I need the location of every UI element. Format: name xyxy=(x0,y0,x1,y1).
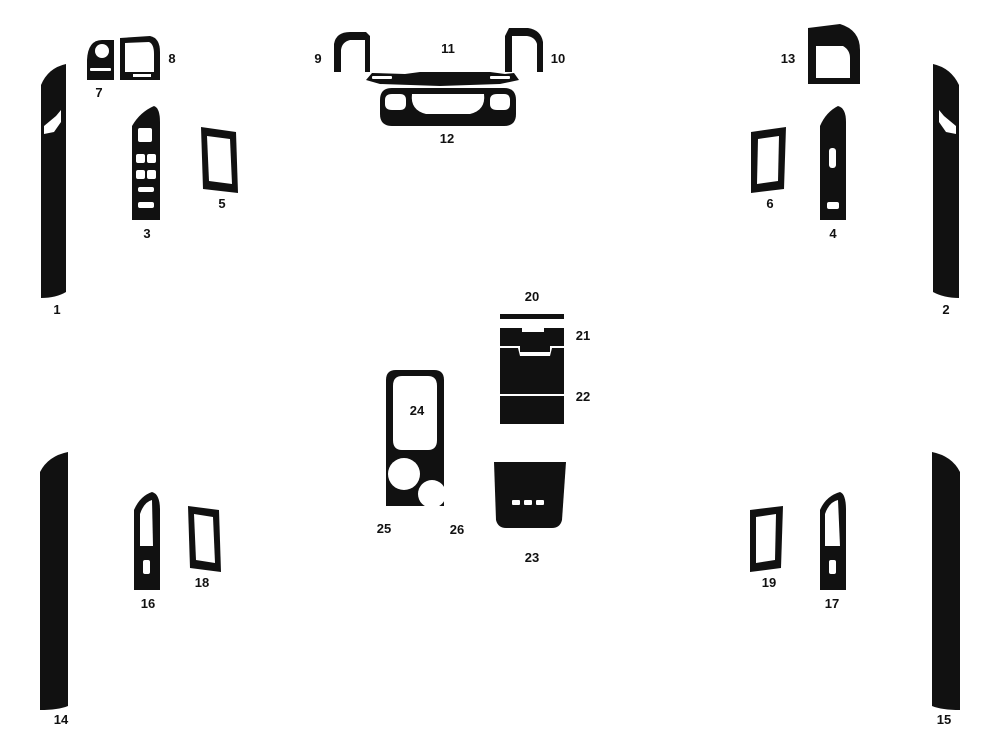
piece-4 xyxy=(820,106,846,220)
label-6: 6 xyxy=(766,196,773,211)
piece-11 xyxy=(366,72,519,86)
label-4: 4 xyxy=(829,226,837,241)
label-24: 24 xyxy=(410,403,425,418)
piece-5 xyxy=(201,127,238,193)
label-8: 8 xyxy=(168,51,175,66)
piece-3 xyxy=(132,106,160,220)
label-10: 10 xyxy=(551,51,565,66)
piece-23 xyxy=(494,462,566,528)
label-16: 16 xyxy=(141,596,155,611)
piece-2 xyxy=(933,64,959,298)
label-25: 25 xyxy=(377,521,391,536)
piece-8 xyxy=(120,36,160,80)
label-9: 9 xyxy=(314,51,321,66)
label-14: 14 xyxy=(54,712,69,727)
piece-15 xyxy=(932,452,960,710)
label-2: 2 xyxy=(942,302,949,317)
piece-10 xyxy=(505,28,543,72)
piece-22 xyxy=(500,348,564,424)
label-12: 12 xyxy=(440,131,454,146)
label-21: 21 xyxy=(576,328,590,343)
piece-26 xyxy=(418,480,446,508)
piece-24 xyxy=(386,370,444,506)
piece-14 xyxy=(40,452,68,710)
label-13: 13 xyxy=(781,51,795,66)
piece-12 xyxy=(380,88,516,126)
piece-13 xyxy=(808,24,860,84)
piece-1 xyxy=(41,64,66,298)
piece-20 xyxy=(500,314,564,319)
label-18: 18 xyxy=(195,575,209,590)
piece-16 xyxy=(134,492,160,590)
piece-18 xyxy=(188,506,221,572)
label-19: 19 xyxy=(762,575,776,590)
label-17: 17 xyxy=(825,596,839,611)
label-23: 23 xyxy=(525,550,539,565)
label-22: 22 xyxy=(576,389,590,404)
piece-6 xyxy=(751,127,786,193)
piece-7 xyxy=(87,40,114,80)
label-20: 20 xyxy=(525,289,539,304)
piece-17 xyxy=(820,492,846,590)
label-26: 26 xyxy=(450,522,464,537)
piece-9 xyxy=(334,32,370,72)
label-7: 7 xyxy=(95,85,102,100)
piece-21 xyxy=(500,328,564,352)
label-1: 1 xyxy=(53,302,60,317)
label-15: 15 xyxy=(937,712,951,727)
piece-25 xyxy=(388,458,420,490)
label-3: 3 xyxy=(143,226,150,241)
label-5: 5 xyxy=(218,196,225,211)
label-11: 11 xyxy=(441,41,455,56)
piece-19 xyxy=(750,506,783,572)
